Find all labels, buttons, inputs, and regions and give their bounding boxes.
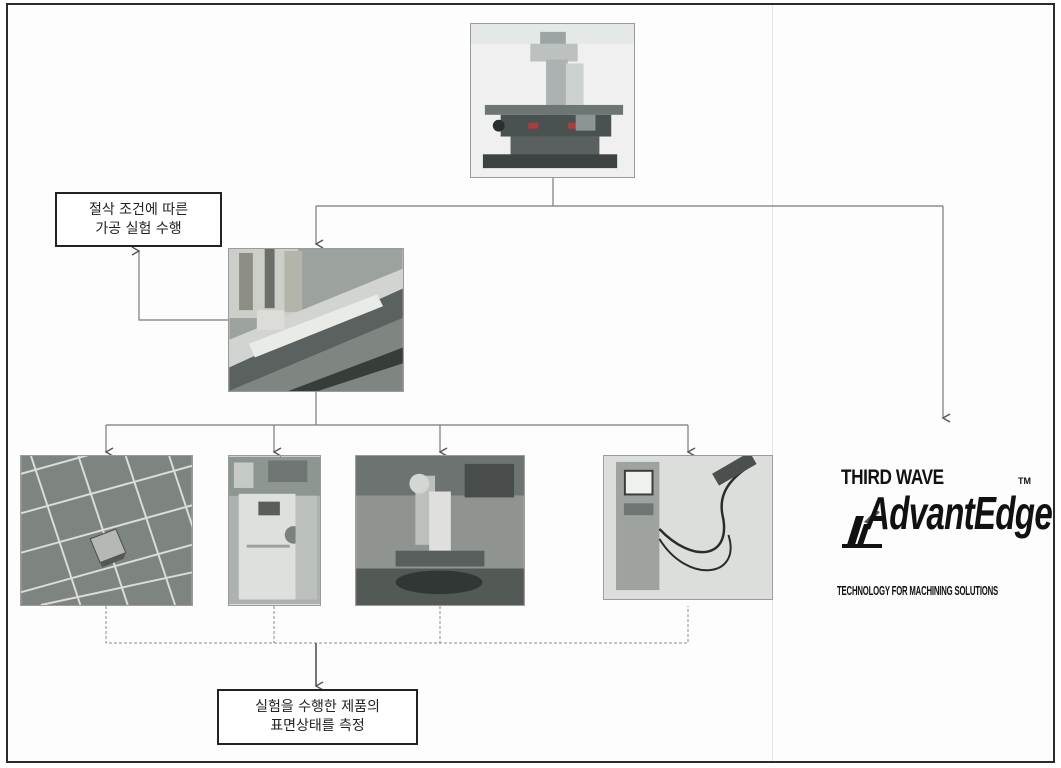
arrow-to-note — [131, 246, 228, 321]
measurement-note-line2: 표면상태를 측정 — [270, 718, 365, 734]
thirdwave-advantedge-logo: THIRD WAVE AdvantEdge TM TECHNOLOGY FOR … — [836, 466, 1053, 606]
measurement-cabinet-photo — [228, 455, 321, 606]
specimen-on-grid-icon — [21, 456, 192, 605]
microscope-photo — [355, 455, 525, 606]
measurement-note-box: 실험을 수행한 제품의 표면상태를 측정 — [217, 689, 418, 745]
cut-specimen-photo — [20, 455, 193, 606]
milling-machine-photo — [470, 23, 635, 178]
cabinet-instrument-icon — [229, 456, 320, 605]
connector-collect-bar — [105, 606, 689, 644]
logo-swoosh-icon — [842, 510, 882, 548]
workpiece-on-table-icon — [229, 249, 403, 391]
measurement-note-line1: 실험을 수행한 제품의 — [255, 699, 380, 715]
surface-roughness-tester-icon — [604, 456, 772, 599]
machined-workpiece-photo — [228, 248, 404, 392]
logo-top-text: THIRD WAVE — [841, 466, 944, 489]
milling-machine-icon — [471, 24, 634, 177]
logo-wordmark: AdvantEdge — [866, 487, 1053, 539]
logo-trademark: TM — [1018, 476, 1031, 486]
experiment-note-line1: 절삭 조건에 따른 — [88, 201, 189, 218]
logo-tagline: TECHNOLOGY FOR MACHINING SOLUTIONS — [837, 584, 999, 598]
optical-microscope-icon — [356, 456, 524, 605]
experiment-note-line2: 가공 실험 수행 — [95, 220, 182, 237]
roughness-tester-photo — [603, 455, 773, 600]
divider-line — [772, 5, 773, 761]
experiment-note-box: 절삭 조건에 따른 가공 실험 수행 — [55, 192, 222, 247]
